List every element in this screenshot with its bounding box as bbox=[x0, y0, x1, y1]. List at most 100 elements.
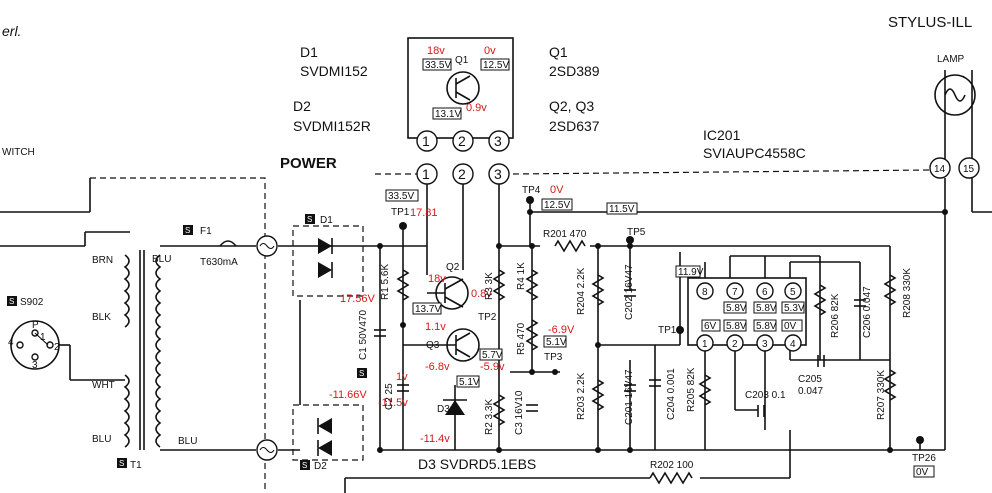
wiring bbox=[0, 178, 992, 493]
rail-voltage: 11.5V bbox=[609, 204, 635, 215]
r203-resistor bbox=[591, 379, 605, 411]
q3-collector-measured: -6.8v bbox=[425, 361, 450, 373]
q1-tag: Q1 bbox=[455, 55, 469, 66]
d2-part: SVDMI152R bbox=[293, 118, 371, 134]
svg-text:1: 1 bbox=[422, 133, 430, 149]
ic201-top-pins: 8 7 6 5 bbox=[696, 282, 802, 300]
fragment-text: erl. bbox=[2, 23, 21, 39]
svg-text:S: S bbox=[302, 461, 307, 470]
q1-base-voltage: 33.5V bbox=[425, 60, 451, 71]
d1-label: D1 bbox=[320, 215, 333, 226]
q1-collector-measured: 0.9v bbox=[466, 102, 487, 114]
svg-text:15: 15 bbox=[963, 164, 975, 175]
r207-resistor bbox=[883, 369, 897, 401]
transformer-t1 bbox=[123, 250, 162, 450]
r204-label: R204 2.2K bbox=[576, 267, 587, 315]
d2-diode-b bbox=[318, 440, 332, 456]
svg-text:3: 3 bbox=[32, 360, 38, 371]
svg-text:S: S bbox=[307, 215, 312, 224]
q3-emitter-voltage: 5.1V bbox=[459, 377, 480, 388]
d2-outline bbox=[292, 404, 364, 461]
d1-measured: 17.56V bbox=[340, 293, 376, 305]
q2-base-measured: 18v bbox=[428, 273, 446, 285]
r202-label: R202 100 bbox=[650, 460, 694, 471]
ic-pin6-voltage: 5.8V bbox=[756, 303, 777, 314]
r205-label: R205 82K bbox=[686, 367, 697, 412]
svg-text:1: 1 bbox=[422, 166, 430, 182]
d2-label: D2 bbox=[314, 461, 327, 472]
ic-pin8-voltage: 11.9V bbox=[678, 267, 704, 278]
q1-transistor bbox=[446, 71, 480, 105]
q2-collector-voltage: 13.7V bbox=[415, 304, 441, 315]
r203-label: R203 2.2K bbox=[576, 372, 587, 420]
svg-text:6: 6 bbox=[762, 287, 768, 298]
svg-text:1: 1 bbox=[40, 332, 46, 343]
tp4-voltage: 12.5V bbox=[544, 200, 570, 211]
ic201-ref: IC201 bbox=[703, 127, 741, 143]
d3-measured: -11.4v bbox=[420, 433, 450, 445]
r2-resistor bbox=[492, 394, 506, 426]
r205-resistor bbox=[698, 374, 712, 406]
blu-wire-3: BLU bbox=[178, 436, 197, 447]
r202-resistor bbox=[649, 471, 693, 485]
board-outline bbox=[90, 177, 266, 493]
r5-measured: -6.9V bbox=[548, 324, 575, 336]
q1-part: 2SD389 bbox=[549, 63, 600, 79]
ic201-bottom-pins: 1 2 3 4 bbox=[696, 334, 802, 352]
q1-collector-voltage: 13.1V bbox=[435, 109, 461, 120]
c205-value: 0.047 bbox=[798, 386, 823, 397]
r4-resistor bbox=[525, 269, 539, 301]
svg-text:2: 2 bbox=[732, 339, 738, 350]
q2-label: Q2 bbox=[446, 262, 460, 273]
ic201-body bbox=[687, 277, 807, 346]
ic-pin5-voltage: 5.3V bbox=[784, 303, 805, 314]
tp26-voltage: 0V bbox=[916, 467, 929, 478]
d2-ref: D2 bbox=[293, 98, 311, 114]
r206-resistor bbox=[813, 284, 827, 316]
q3-voltage-b: 5.1V bbox=[546, 337, 567, 348]
c2-label: C2 25 bbox=[384, 383, 395, 410]
ic-pin1-voltage: 6V bbox=[704, 321, 717, 332]
d1-ref: D1 bbox=[300, 44, 318, 60]
q3-voltage-a: 5.7V bbox=[482, 350, 503, 361]
svg-text:4: 4 bbox=[790, 339, 796, 350]
ic-pin7-voltage: 5.8V bbox=[726, 303, 747, 314]
blu-wire: BLU bbox=[152, 254, 171, 265]
ic201-part: SVIAUPC4558C bbox=[703, 145, 806, 161]
d1-part: SVDMI152 bbox=[300, 63, 368, 79]
fuse-rating: T630mA bbox=[200, 257, 238, 268]
s902-label: S902 bbox=[20, 297, 44, 308]
f1-label: F1 bbox=[200, 226, 212, 237]
tp10-label: TP10 bbox=[658, 325, 682, 336]
r3-label: R3 3K bbox=[484, 272, 495, 300]
svg-text:S: S bbox=[119, 459, 124, 468]
svg-text:3: 3 bbox=[762, 339, 768, 350]
switch-label: WITCH bbox=[2, 147, 35, 158]
q1-base-measured: 18v bbox=[427, 45, 445, 57]
c2-measured: 1v bbox=[396, 371, 408, 383]
r4-label: R4 1K bbox=[516, 262, 527, 290]
r2-label: R2 3.3K bbox=[484, 399, 495, 435]
q23-part: 2SD637 bbox=[549, 118, 600, 134]
c204-label: C204 0.001 bbox=[666, 368, 677, 420]
test-points bbox=[399, 196, 924, 444]
q3-emitter-measured: -5.9v bbox=[480, 361, 505, 373]
stylus-illumination-title: STYLUS-ILL bbox=[888, 14, 972, 31]
svg-text:P: P bbox=[32, 320, 39, 331]
r3-resistor bbox=[492, 269, 506, 301]
tp2-label: TP2 bbox=[478, 312, 497, 323]
ic-pin4-voltage: 0V bbox=[784, 321, 797, 332]
tp1-measured: 17.81 bbox=[410, 207, 438, 219]
q3-base-measured: 1.1v bbox=[425, 321, 446, 333]
fuse-symbol bbox=[219, 240, 237, 247]
c206-label: C206 0.047 bbox=[862, 286, 873, 338]
r1-resistor bbox=[396, 269, 410, 301]
brn-wire: BRN bbox=[92, 255, 113, 266]
svg-text:2: 2 bbox=[54, 342, 60, 353]
q3-label: Q3 bbox=[426, 340, 440, 351]
r5-resistor bbox=[525, 319, 539, 351]
d2-measured-a: -11.66V bbox=[329, 389, 367, 401]
c201-label: C201 16V47 bbox=[624, 369, 635, 425]
tp5-label: TP5 bbox=[627, 227, 646, 238]
